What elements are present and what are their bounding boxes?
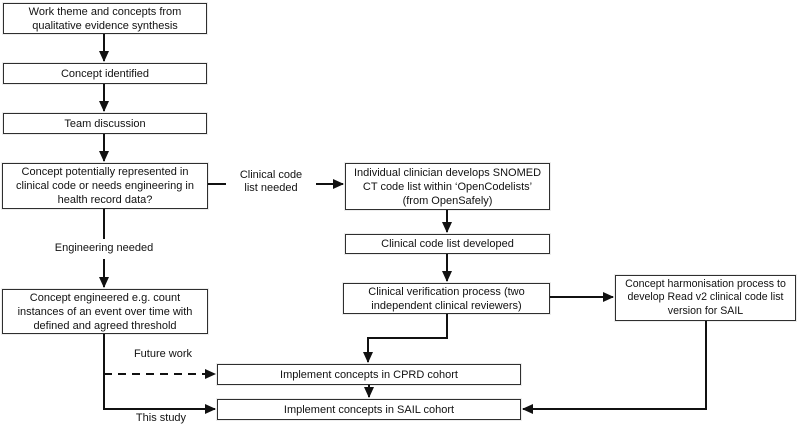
node-team-discussion: Team discussion	[3, 113, 207, 134]
node-implement-cprd: Implement concepts in CPRD cohort	[217, 364, 521, 385]
edge-label-engineering-needed: Engineering needed	[44, 242, 164, 255]
edge-label-clinical-code-list-needed: Clinical code list needed	[226, 169, 316, 195]
node-concept-engineered: Concept engineered e.g. count instances …	[2, 289, 208, 334]
node-concept-potential: Concept potentially represented in clini…	[2, 163, 208, 209]
node-code-list-developed: Clinical code list developed	[345, 234, 550, 254]
node-clinical-verification: Clinical verification process (two indep…	[343, 283, 550, 314]
node-concept-harmonisation: Concept harmonisation process to develop…	[615, 275, 796, 321]
node-implement-sail: Implement concepts in SAIL cohort	[217, 399, 521, 420]
arrow-harmonisation-to-sail	[522, 321, 707, 414]
edge-label-this-study: This study	[123, 412, 199, 425]
arrow-engineered-to-sail	[103, 334, 216, 414]
arrow-verification-to-cprd	[363, 314, 448, 363]
node-individual-clinician: Individual clinician develops SNOMED CT …	[345, 163, 550, 210]
edge-label-future-work: Future work	[126, 348, 200, 361]
node-work-theme: Work theme and concepts from qualitative…	[3, 3, 207, 34]
node-concept-identified: Concept identified	[3, 63, 207, 84]
